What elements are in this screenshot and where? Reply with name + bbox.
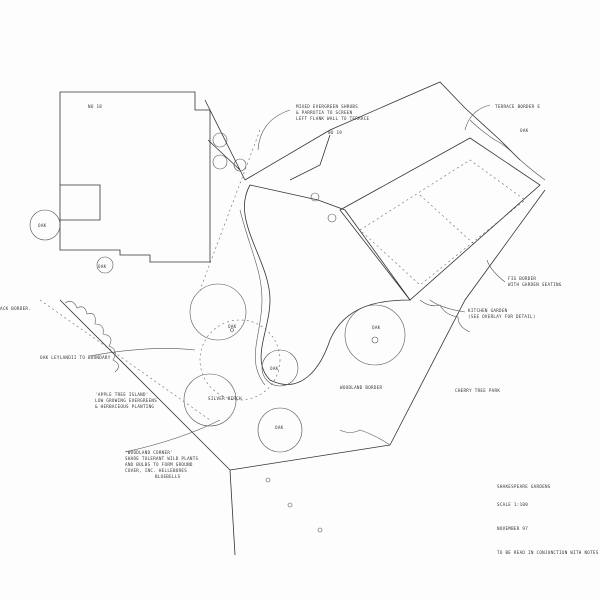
tree-label: Oak xyxy=(98,264,107,269)
note-line: left flank wall to terrace xyxy=(296,116,370,121)
cherry-tree-park-label: Cherry tree park xyxy=(455,388,501,393)
note-line: with garden seating xyxy=(508,282,562,287)
note-line: 'Apple tree island' xyxy=(95,392,149,397)
tree-canopy xyxy=(96,256,114,274)
lawn-path xyxy=(244,184,411,385)
tree-label: Oak xyxy=(275,425,284,430)
tree-label: Silver birch xyxy=(208,396,242,401)
house-label-no-18: No 18 xyxy=(88,104,103,109)
woodland-border-label: Woodland border xyxy=(340,385,383,390)
leader-lines xyxy=(89,104,506,453)
tree-label: Oak xyxy=(520,128,529,133)
right-boundary xyxy=(389,189,546,446)
back-border-label: ack border. xyxy=(0,306,32,311)
tree-canopy xyxy=(344,304,406,366)
apple-island-note: 'Apple tree island'low growing evergreen… xyxy=(95,392,157,410)
leylandii-label: Oak Leylandii to boundary xyxy=(40,355,111,360)
note-line: shade tolerant wild plants xyxy=(125,456,199,461)
tree-canopy xyxy=(212,154,228,170)
plan-note: To be read in conjunction with notes xyxy=(497,550,599,555)
planting-border xyxy=(469,119,546,181)
tree-label: Oak xyxy=(372,325,381,330)
neighbour-boundary xyxy=(204,99,246,181)
tree-canopy xyxy=(29,209,61,241)
note-line: Kitchen garden xyxy=(468,308,508,313)
planting-border xyxy=(339,299,471,446)
tree-canopy xyxy=(183,373,237,427)
note-line: & herbaceous planting xyxy=(95,404,155,409)
dashed-boundary xyxy=(39,129,261,421)
note-line: cover, inc. hellebores xyxy=(125,468,188,473)
tree-trunk xyxy=(230,328,234,332)
tree-trunk xyxy=(287,502,293,508)
tree-trunk xyxy=(265,477,271,483)
screen-shrubs-note: Mixed evergreen shrubs& Parrotia to scre… xyxy=(296,104,369,122)
house-no-19-outline xyxy=(244,81,521,181)
fig-border-note: Fig borderwith garden seating xyxy=(508,276,562,288)
tree-label: Oak xyxy=(38,223,47,228)
note-line: low growing evergreens xyxy=(95,398,158,403)
planting-border xyxy=(64,301,119,373)
plan-title: Shakespeare Gardens xyxy=(497,484,551,489)
tree-trunk xyxy=(371,336,379,344)
note-line: & Parrotia to screen xyxy=(296,110,353,115)
woodland-corner-note: 'Woodland corner'shade tolerant wild pla… xyxy=(125,450,198,480)
terrace-border-label: Terrace border E xyxy=(495,104,541,109)
path-inner xyxy=(239,209,266,386)
terrace xyxy=(339,137,541,301)
tree-canopy xyxy=(257,407,303,453)
urn xyxy=(310,192,320,202)
tree-label: Oak xyxy=(270,366,279,371)
left-boundary xyxy=(59,299,391,556)
tree-canopy xyxy=(189,283,247,341)
house-no-18-outline xyxy=(59,91,211,263)
kitchen-garden-beds xyxy=(359,159,526,286)
kitchen-garden-note: Kitchen garden(see overlay for detail) xyxy=(468,308,536,320)
note-line: Mixed evergreen shrubs xyxy=(296,104,359,109)
plan-date: November 97 xyxy=(497,526,529,531)
tree-canopy xyxy=(233,158,247,172)
urn xyxy=(327,213,337,223)
note-line: 'Woodland corner' xyxy=(125,450,173,455)
tree-canopy xyxy=(261,349,299,387)
tree-trunk xyxy=(317,527,323,533)
plan-scale: Scale 1:100 xyxy=(497,502,529,507)
house-label-no-19: No 19 xyxy=(328,130,343,135)
tree-canopy-dashed xyxy=(199,319,281,401)
note-line: and bulbs to form ground xyxy=(125,462,193,467)
note-line: (see overlay for detail) xyxy=(468,314,536,319)
note-line: bluebells xyxy=(155,474,181,479)
note-line: Fig border xyxy=(508,276,537,281)
tree-label: Oak xyxy=(228,324,237,329)
title-block: Shakespeare Gardens Scale 1:100 November… xyxy=(497,472,599,562)
tree-canopy xyxy=(212,132,228,148)
